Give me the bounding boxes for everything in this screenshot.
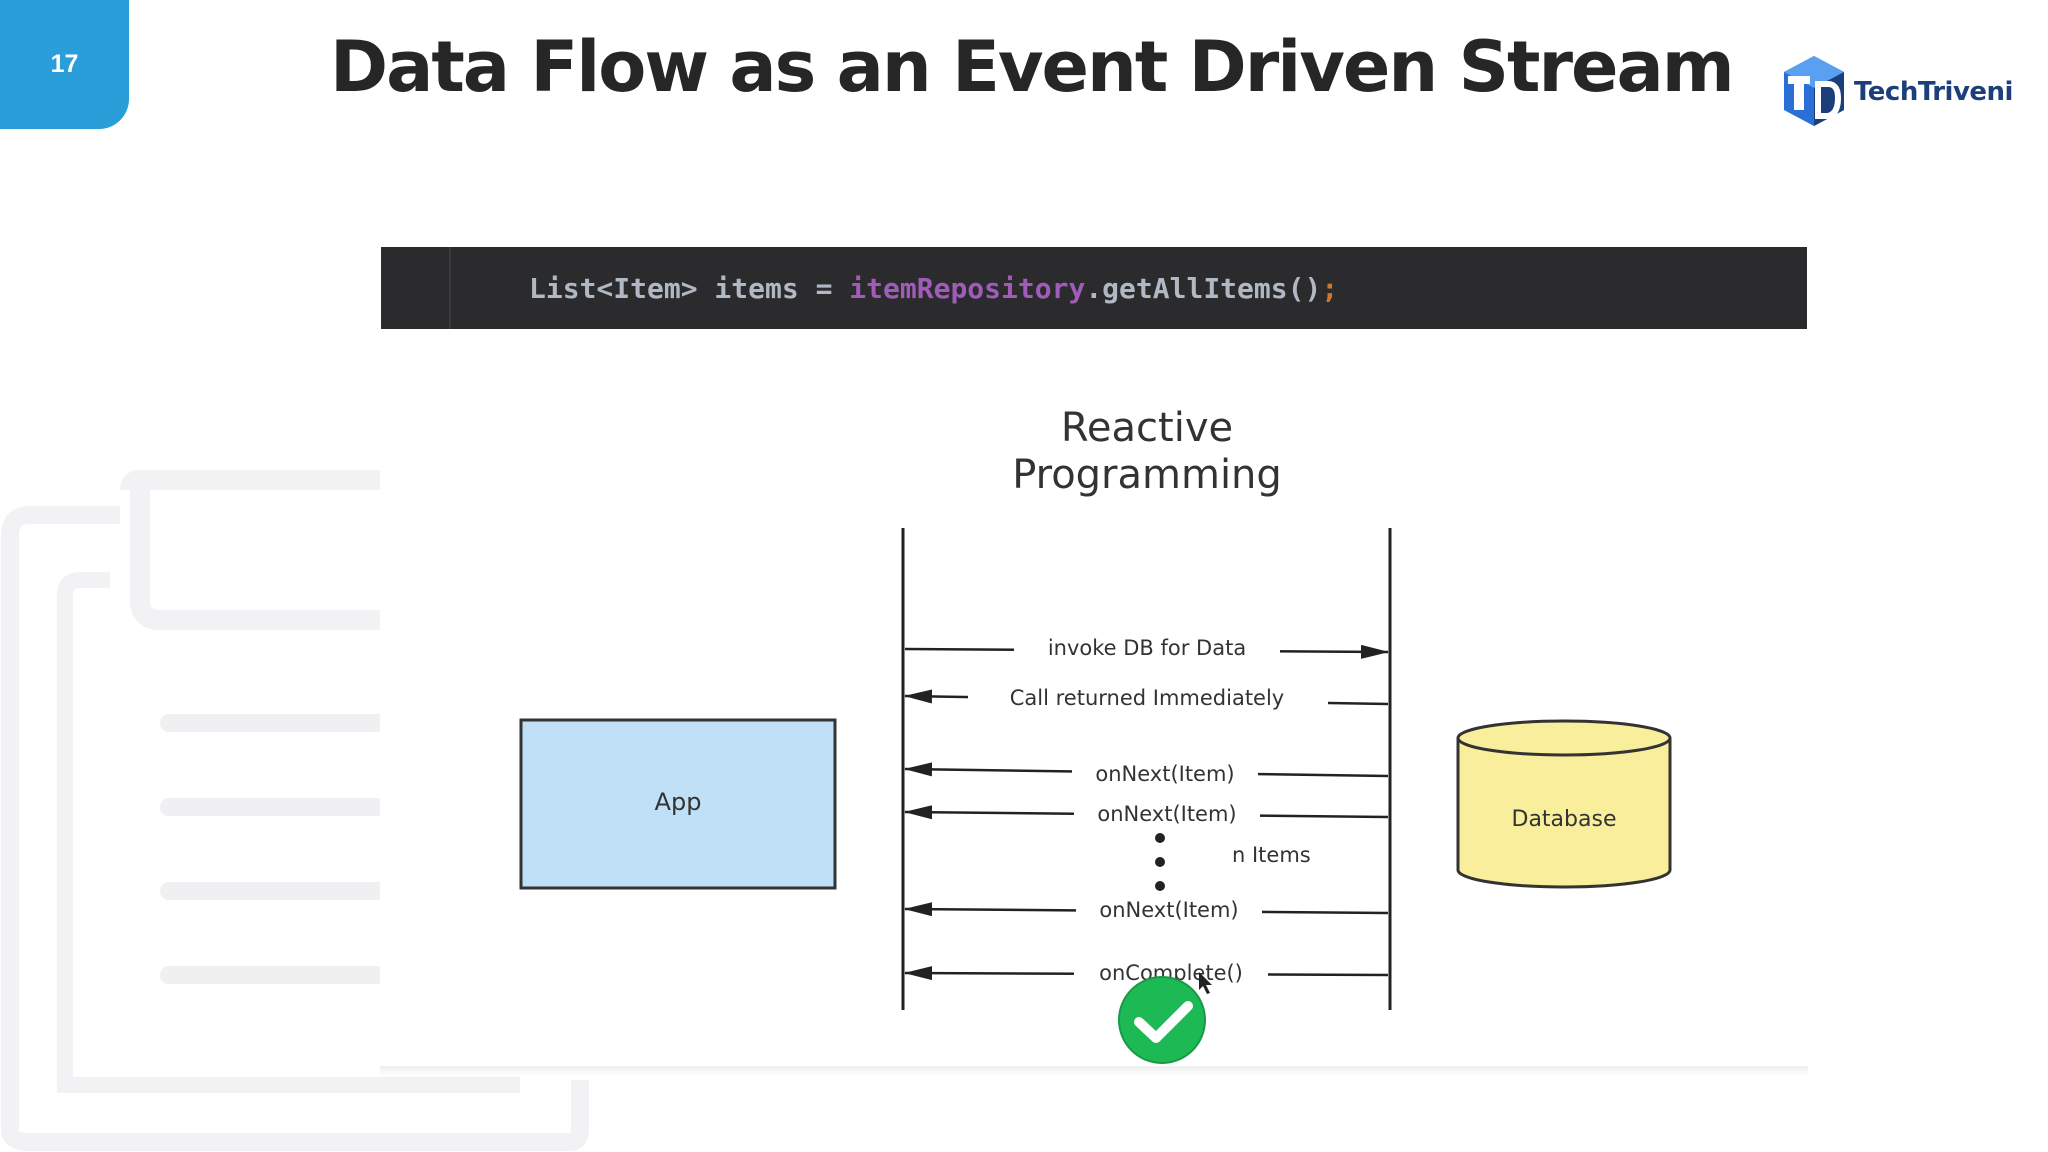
code-semicolon: ; <box>1321 271 1339 305</box>
database-label: Database <box>1512 807 1617 832</box>
app-label: App <box>655 788 702 816</box>
code-gutter <box>449 247 451 329</box>
code-repository: itemRepository <box>849 271 1086 305</box>
slide-title: Data Flow as an Event Driven Stream <box>330 26 1735 108</box>
checkmark-circle-icon <box>1118 976 1206 1064</box>
content-panel-shadow <box>380 1066 1808 1076</box>
message-next-3: onNext(Item) <box>1099 898 1238 922</box>
code-method-call: .getAllItems() <box>1085 271 1322 305</box>
mouse-cursor-icon <box>1199 972 1212 994</box>
message-returned: Call returned Immediately <box>1010 686 1285 710</box>
slide-number: 17 <box>50 50 79 78</box>
message-next-2: onNext(Item) <box>1097 802 1236 826</box>
database-cylinder <box>1456 719 1672 889</box>
cube-logo-icon <box>1784 56 1844 126</box>
slide-number-badge: 17 <box>0 0 129 129</box>
logo-text: TechTriveni <box>1854 77 2013 107</box>
techtriveni-logo: TechTriveni <box>1780 54 2013 130</box>
message-invoke: invoke DB for Data <box>1048 636 1246 660</box>
message-next-1: onNext(Item) <box>1095 762 1234 786</box>
diagram-title-line1: Reactive <box>1061 405 1233 451</box>
ellipsis-dots <box>1155 833 1165 891</box>
app-box <box>519 718 837 890</box>
diagram-title-line2: Programming <box>1012 452 1282 498</box>
code-declaration: List<Item> items = <box>529 271 850 305</box>
n-items-label: n Items <box>1232 843 1311 867</box>
code-snippet: List<Item> items = itemRepository.getAll… <box>381 247 1807 329</box>
